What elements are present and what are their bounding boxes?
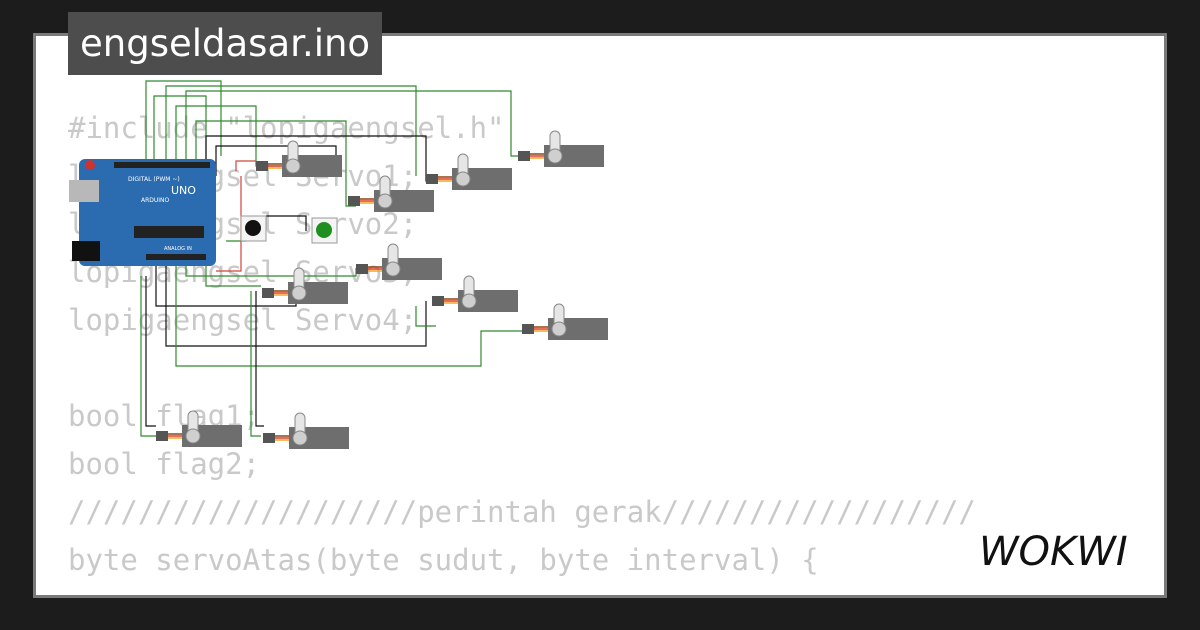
code-line: #include "lopigaengsel.h" xyxy=(68,111,505,145)
arduino-uno-board: DIGITAL (PWM ~) UNO ARDUINO ANALOG IN xyxy=(69,159,216,266)
board-brand-label: ARDUINO xyxy=(141,197,170,204)
pushbutton-black xyxy=(240,215,267,242)
servo-2 xyxy=(347,175,435,213)
project-title: engseldasar.ino xyxy=(68,12,383,75)
code-line: byte servoAtas(byte sudut, byte interval… xyxy=(68,543,819,577)
servo-4 xyxy=(517,130,605,168)
wokwi-logo-text: WOKWI xyxy=(979,529,1128,575)
preview-card: #include "lopigaengsel.h" lopigaengsel Se… xyxy=(33,33,1167,598)
wokwi-logo: WOKWI xyxy=(979,529,1128,575)
circuit-diagram: DIGITAL (PWM ~) UNO ARDUINO ANALOG IN xyxy=(69,80,609,450)
servo-8 xyxy=(521,303,609,341)
code-line: bool flag2; xyxy=(68,447,261,481)
pushbutton-green xyxy=(311,217,338,244)
servo-3 xyxy=(425,153,513,191)
servo-6 xyxy=(261,267,349,305)
code-line: ////////////////////perintah gerak//////… xyxy=(68,495,976,529)
servo-5 xyxy=(355,243,443,281)
board-uno-label: UNO xyxy=(171,184,196,197)
board-digital-label: DIGITAL (PWM ~) xyxy=(128,176,180,183)
servo-10 xyxy=(262,412,350,450)
servo-9 xyxy=(155,410,243,448)
board-analog-label: ANALOG IN xyxy=(164,246,192,252)
code-line: lopigaengsel Servo4; xyxy=(68,303,418,337)
servo-7 xyxy=(431,275,519,313)
code-line: . .... .... Servo1.Servo(sudut, interval… xyxy=(68,584,976,595)
